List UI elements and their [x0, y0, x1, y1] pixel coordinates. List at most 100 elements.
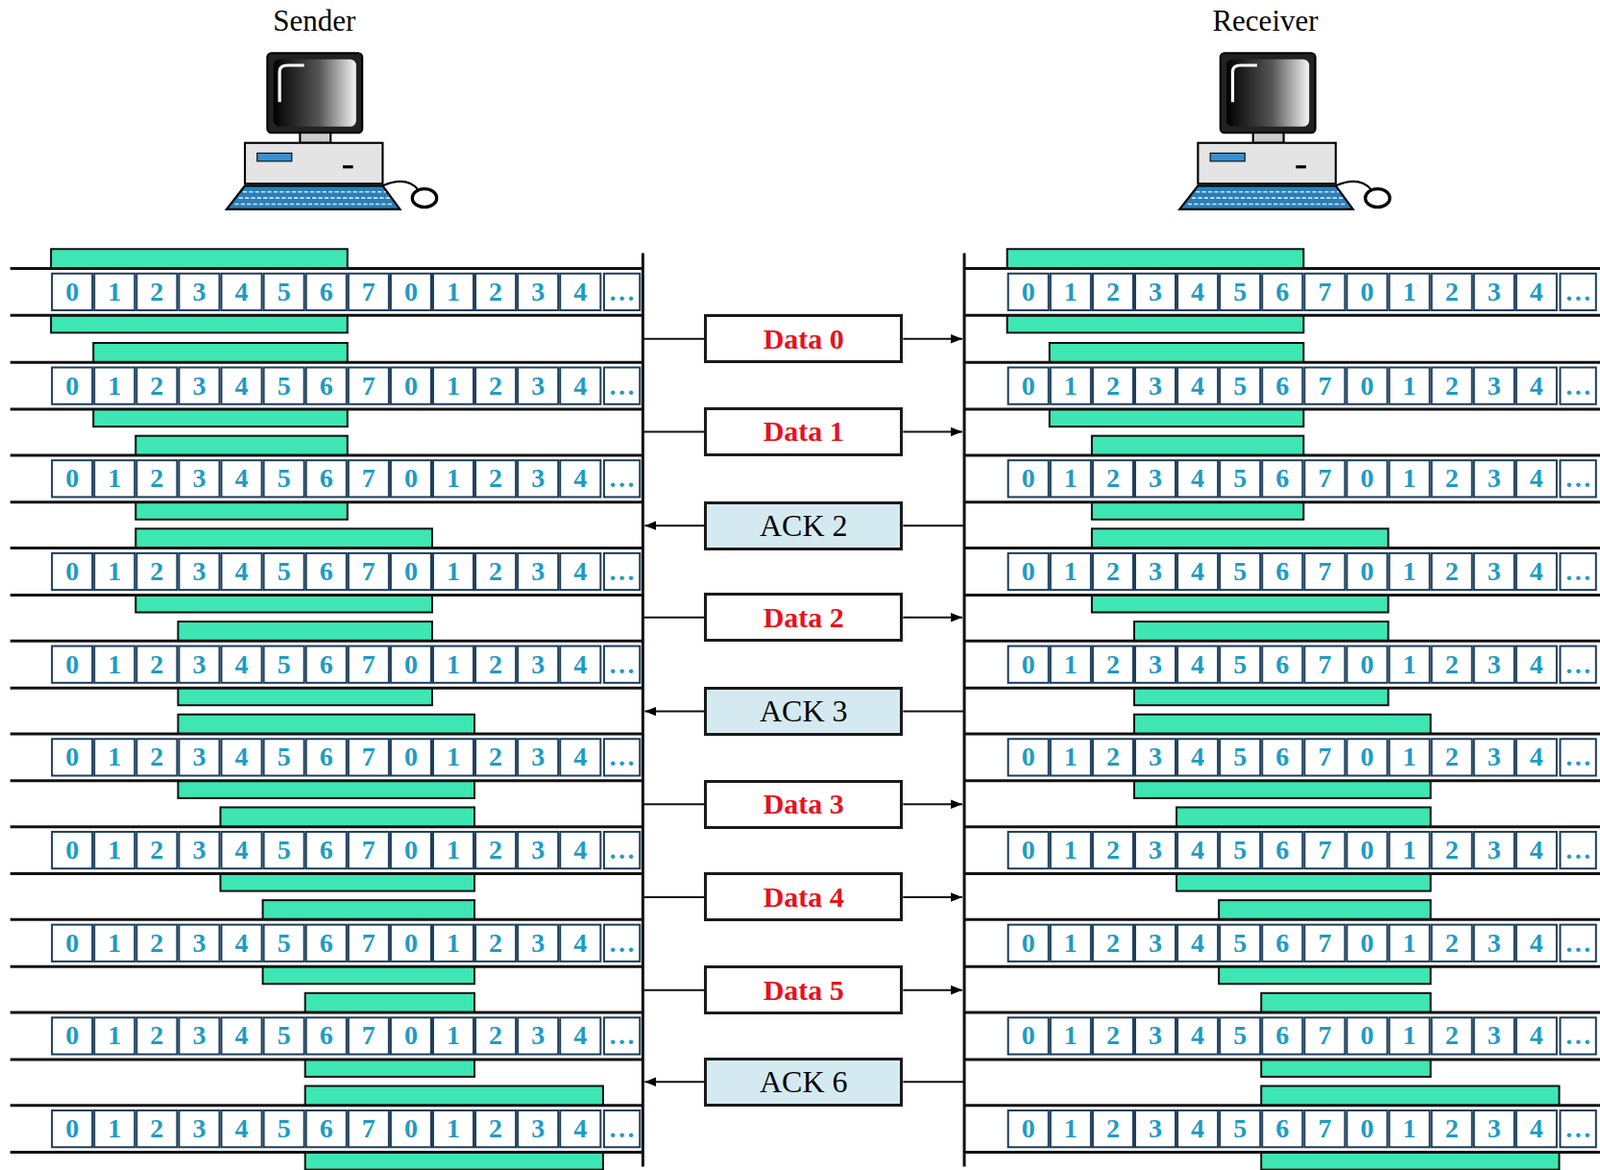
sequence-number: 2 [1430, 646, 1474, 683]
sequence-number: 0 [1007, 460, 1050, 497]
sequence-cell [1516, 831, 1557, 869]
sequence-number: 2 [1430, 273, 1474, 311]
sequence-number: 7 [347, 1110, 390, 1147]
sequence-cell [433, 1017, 474, 1054]
sequence-number: 1 [1049, 1110, 1092, 1147]
sequence-number: 1 [432, 553, 475, 590]
sequence-number: 6 [1260, 646, 1304, 683]
sequence-number: 4 [558, 367, 602, 405]
message-arrow [642, 896, 704, 898]
sequence-number: 2 [1430, 831, 1474, 869]
sequence-cell [1219, 924, 1261, 962]
sequence-number: 5 [263, 367, 306, 405]
sequence-number: 4 [1176, 646, 1219, 683]
sequence-number: … [1559, 367, 1598, 405]
sequence-number: 4 [558, 831, 602, 869]
sequence-number: 4 [558, 738, 602, 776]
sequence-cell [1008, 460, 1049, 497]
sequence-cell [1261, 1110, 1303, 1147]
sequence-number: 2 [135, 367, 178, 405]
sequence-cell [1135, 924, 1176, 962]
sequence-number: 1 [93, 460, 136, 497]
message-arrow [902, 989, 963, 992]
sequence-number: 4 [1176, 1017, 1219, 1054]
sequence-cell [1135, 553, 1176, 590]
sequence-number: 6 [1260, 273, 1304, 311]
sequence-cell [348, 1110, 389, 1147]
sequence-number: 3 [177, 1110, 220, 1147]
sequence-number: 0 [50, 367, 94, 405]
sequence-cell [1474, 460, 1515, 497]
message-arrow [642, 616, 704, 619]
sequence-cell [306, 924, 347, 962]
sequence-number: 3 [516, 460, 559, 497]
sequence-number: 6 [1260, 460, 1304, 497]
sequence-number: 2 [1430, 460, 1474, 497]
sequence-cell [559, 553, 601, 590]
sequence-number: 3 [1473, 553, 1516, 590]
sequence-number: … [603, 553, 641, 590]
sequence-cell [1560, 831, 1597, 869]
sequence-number: 4 [1176, 553, 1219, 590]
sequence-strip [10, 806, 644, 891]
sequence-number: 2 [1430, 1017, 1474, 1054]
sequence-number: … [1559, 646, 1598, 683]
message-arrow [902, 338, 963, 340]
sequence-cell [1560, 924, 1597, 962]
sequence-number: 0 [50, 273, 94, 311]
sequence-cell [1177, 460, 1218, 497]
sequence-number: 2 [1091, 273, 1135, 311]
sequence-number: 3 [1473, 738, 1516, 776]
sequence-number: 3 [516, 646, 559, 683]
sequence-number: 7 [1303, 1110, 1346, 1147]
sequence-cell [1431, 553, 1473, 590]
sequence-number: 5 [263, 1110, 306, 1147]
sequence-cell [1261, 1017, 1303, 1054]
message-arrows [642, 339, 965, 1083]
sequence-number: 1 [1049, 273, 1092, 311]
sequence-number: 7 [1303, 273, 1346, 311]
sequence-number: 4 [558, 646, 602, 683]
window-band [1134, 621, 1389, 705]
sequence-cell [517, 273, 558, 311]
sequence-cell [1431, 646, 1473, 683]
sequence-cell [390, 367, 432, 405]
window-band [1091, 528, 1389, 612]
sequence-cell [433, 1110, 474, 1147]
window-band [93, 342, 348, 427]
sequence-cell [306, 831, 347, 869]
sequence-cell [51, 924, 93, 962]
sequence-number: 7 [347, 738, 390, 776]
sequence-number: 2 [135, 1110, 178, 1147]
sequence-cell [348, 646, 389, 683]
sequence-cell [1516, 1017, 1557, 1054]
sequence-strip [964, 436, 1600, 520]
sequence-cell [1177, 553, 1218, 590]
sequence-cell [1431, 460, 1473, 497]
sequence-cell [1261, 460, 1303, 497]
sequence-cell [1389, 1110, 1431, 1147]
sequence-cell [1008, 646, 1049, 683]
window-band [305, 993, 475, 1077]
sequence-number: 7 [1303, 1017, 1346, 1054]
sequence-cell [1474, 1110, 1515, 1147]
sequence-number: 1 [1049, 460, 1092, 497]
sequence-cell [306, 646, 347, 683]
sequence-cell [1177, 831, 1218, 869]
sequence-number: 2 [474, 924, 517, 962]
sequence-number: 2 [1091, 924, 1135, 962]
sequence-cell [517, 831, 558, 869]
sequence-cell [559, 831, 601, 869]
sequence-cell [604, 273, 640, 311]
sequence-cell [604, 738, 640, 776]
sequence-cell [1135, 460, 1176, 497]
sequence-cell [221, 1110, 263, 1147]
sequence-cell [1389, 924, 1431, 962]
sequence-number: 6 [1260, 738, 1304, 776]
sequence-cell [264, 646, 305, 683]
sequence-cell [1560, 367, 1597, 405]
sequence-number: 6 [305, 553, 348, 590]
window-band [177, 621, 433, 705]
data-frame-box: Data 2 [703, 592, 903, 642]
sequence-number: 3 [177, 460, 220, 497]
